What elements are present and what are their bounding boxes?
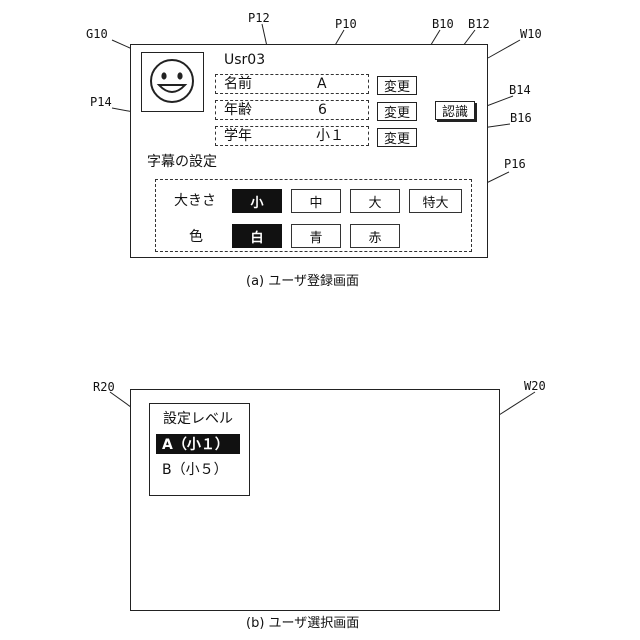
ref-label-b12: B12 bbox=[468, 18, 490, 30]
level-item-b[interactable]: B（小５） bbox=[156, 459, 240, 479]
size-label: 大きさ bbox=[174, 194, 216, 208]
ref-label-g10: G10 bbox=[86, 28, 108, 40]
change-age-button[interactable]: 変更 bbox=[377, 102, 417, 121]
name-value: A bbox=[317, 77, 327, 91]
ref-label-p16: P16 bbox=[504, 158, 526, 170]
color-label: 色 bbox=[189, 230, 203, 244]
age-label: 年齢 bbox=[224, 103, 252, 117]
ref-label-b16: B16 bbox=[510, 112, 532, 124]
ref-label-b14: B14 bbox=[509, 84, 531, 96]
caption-b: (b) ユーザ選択画面 bbox=[246, 617, 359, 630]
ref-label-b10: B10 bbox=[432, 18, 454, 30]
age-value: 6 bbox=[318, 103, 327, 117]
color-option-blue[interactable]: 青 bbox=[291, 224, 341, 248]
user-id: Usr03 bbox=[224, 53, 265, 67]
grade-value: 小１ bbox=[316, 129, 344, 143]
change-name-button[interactable]: 変更 bbox=[377, 76, 417, 95]
size-option-small[interactable]: 小 bbox=[232, 189, 282, 213]
ref-label-w20: W20 bbox=[524, 380, 546, 392]
size-option-extra-large[interactable]: 特大 bbox=[409, 189, 462, 213]
smiley-face-icon bbox=[142, 53, 202, 110]
name-label: 名前 bbox=[224, 77, 252, 91]
color-option-red[interactable]: 赤 bbox=[350, 224, 400, 248]
ref-label-p14: P14 bbox=[90, 96, 112, 108]
ref-label-p12: P12 bbox=[248, 12, 270, 24]
ref-label-w10: W10 bbox=[520, 28, 542, 40]
ref-label-p10: P10 bbox=[335, 18, 357, 30]
size-option-large[interactable]: 大 bbox=[350, 189, 400, 213]
size-option-medium[interactable]: 中 bbox=[291, 189, 341, 213]
grade-label: 学年 bbox=[224, 129, 252, 143]
ref-label-r20: R20 bbox=[93, 381, 115, 393]
level-item-a[interactable]: A（小１） bbox=[156, 434, 240, 454]
subtitle-settings-title: 字幕の設定 bbox=[147, 155, 217, 169]
avatar[interactable] bbox=[141, 52, 204, 112]
caption-a: (a) ユーザ登録画面 bbox=[246, 275, 359, 288]
recognize-button[interactable]: 認識 bbox=[435, 101, 475, 120]
setting-level-title: 設定レベル bbox=[163, 412, 233, 426]
change-grade-button[interactable]: 変更 bbox=[377, 128, 417, 147]
color-option-white[interactable]: 白 bbox=[232, 224, 282, 248]
